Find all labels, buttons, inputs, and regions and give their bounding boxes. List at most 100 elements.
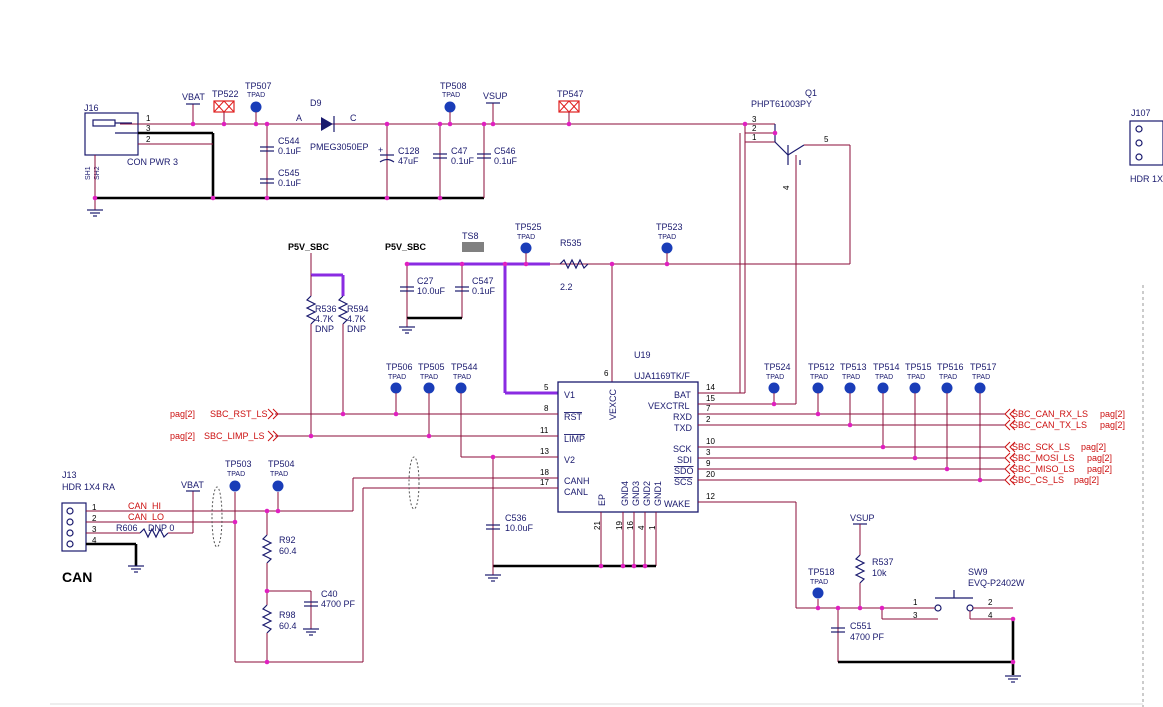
q1-pin-3: 3 (752, 115, 757, 124)
u19-pin-ep: EP (597, 494, 607, 506)
ground-icon (1005, 675, 1021, 683)
tp504-pad (272, 480, 284, 492)
can-hi-label: CAN_HI (128, 501, 161, 511)
u19-pin-14-num: 14 (706, 383, 715, 392)
c47-ref: C47 (451, 146, 468, 156)
tp514-type: TPAD (875, 374, 893, 381)
tp517-pad (974, 382, 986, 394)
vsup-wake-label: VSUP (850, 513, 875, 523)
tp507-pad (250, 101, 262, 113)
net-can-rx-page: pag[2] (1100, 409, 1125, 419)
c546-ref: C546 (494, 146, 516, 156)
right-testpoints: TP524 TPAD TP512 TPAD TP513 TPAD TP514 T… (764, 362, 997, 483)
net-limp-page: pag[2] (170, 431, 195, 441)
u19-pin-canl: CANL (564, 487, 588, 497)
u19-ic: U19 UJA1169TK/F 5 V1 8 RST 11 LIMP 13 V2… (275, 350, 1005, 569)
net-sck-label: SBC_SCK_LS (1012, 442, 1070, 452)
vbat-can-label: VBAT (181, 480, 204, 490)
sw9-pin-3: 3 (913, 611, 918, 620)
twisted-pair-marker (211, 486, 223, 548)
tp515-label: TP515 (905, 362, 932, 372)
tp507-type: TPAD (247, 92, 265, 99)
tp503-label: TP503 (225, 459, 252, 469)
c544-value: 0.1uF (278, 146, 302, 156)
net-mosi-page: pag[2] (1087, 453, 1112, 463)
tp506-label: TP506 (386, 362, 413, 372)
tp513-type: TPAD (842, 374, 860, 381)
u19-pin-13-num: 13 (540, 447, 549, 456)
u19-pin-10-num: 10 (706, 437, 715, 446)
tp504-type: TPAD (270, 471, 288, 478)
tp505-type: TPAD (420, 374, 438, 381)
r536-ref: R536 (315, 304, 337, 314)
u19-pin-v1: V1 (564, 390, 575, 400)
c546-value: 0.1uF (494, 156, 518, 166)
ground-icon (303, 628, 319, 636)
tp513-label: TP513 (840, 362, 867, 372)
u19-pin-sdo: SDO (674, 466, 694, 476)
tp523-label: TP523 (656, 222, 683, 232)
u19-pin-txd: TXD (674, 423, 693, 433)
u19-pin-v2: V2 (564, 455, 575, 465)
tp525-label: TP525 (515, 222, 542, 232)
u19-pin-rxd: RXD (673, 412, 693, 422)
ground-icon (485, 574, 501, 582)
net-can-tx-page: pag[2] (1100, 420, 1125, 430)
u19-value: UJA1169TK/F (634, 371, 690, 381)
j13-pin-2: 2 (92, 514, 97, 523)
c40-ref: C40 (321, 589, 338, 599)
tp547-label: TP547 (557, 89, 584, 99)
j13-value: HDR 1X4 RA (62, 482, 115, 492)
tp512-type: TPAD (810, 374, 828, 381)
tp544-pad (455, 382, 467, 394)
u19-pin-limp: LIMP (564, 434, 585, 444)
j16-pin-3: 3 (146, 124, 151, 133)
j16-connector-body (84, 112, 139, 156)
c536-decoupling: C536 10.0uF (485, 454, 534, 582)
pullup-resistors: P5V_SBC R536 4.7K DNP R594 4.7K DNP (288, 242, 369, 436)
u19-pin-gnd3: GND3 (631, 481, 641, 506)
r535-value: 2.2 (560, 282, 573, 292)
ground-icon (87, 209, 103, 217)
net-miso-page: pag[2] (1087, 464, 1112, 474)
u19-pin-12-num: 12 (706, 492, 715, 501)
c536-ref: C536 (505, 513, 527, 523)
q1-pin-2: 2 (752, 124, 757, 133)
twisted-pair-marker (408, 456, 420, 510)
tp524-label: TP524 (764, 362, 791, 372)
j16-shield-2: SH2 (94, 166, 101, 180)
tp547-testpoint (558, 100, 580, 124)
c544-ref: C544 (278, 136, 300, 146)
c551-ref: C551 (850, 621, 872, 631)
r594-note: DNP (347, 324, 366, 334)
r606-resistor (139, 527, 169, 539)
tp514-pad (877, 382, 889, 394)
j13-ref: J13 (62, 470, 77, 480)
tp505-pad (423, 382, 435, 394)
net-rst-page: pag[2] (170, 409, 195, 419)
tp525-type: TPAD (517, 234, 535, 241)
c128-plus: + (378, 145, 383, 155)
diode-icon (321, 116, 335, 132)
p5v-left-label: P5V_SBC (288, 242, 330, 252)
u19-pin-15-num: 15 (706, 394, 715, 403)
j13-pin-4: 4 (92, 536, 97, 545)
u19-pin-sdi: SDI (677, 455, 692, 465)
c47-value: 0.1uF (451, 156, 475, 166)
wake-circuit: VSUP R537 10k TP518 TPAD C551 4700 PF 1 … (795, 502, 1025, 683)
tp503-type: TPAD (227, 471, 245, 478)
r98-ref: R98 (279, 610, 296, 620)
d9-ref: D9 (310, 98, 322, 108)
c547-ref: C547 (472, 276, 494, 286)
vsup-top-label: VSUP (483, 91, 508, 101)
r92-ref: R92 (279, 535, 296, 545)
c545-ref: C545 (278, 168, 300, 178)
j13-pin-3: 3 (92, 525, 97, 534)
j13-connector-body (61, 502, 87, 552)
tp503-pad (229, 480, 241, 492)
r537-ref: R537 (872, 557, 894, 567)
tp516-type: TPAD (939, 374, 957, 381)
tp515-type: TPAD (907, 374, 925, 381)
r606-ref: R606 (116, 523, 138, 533)
